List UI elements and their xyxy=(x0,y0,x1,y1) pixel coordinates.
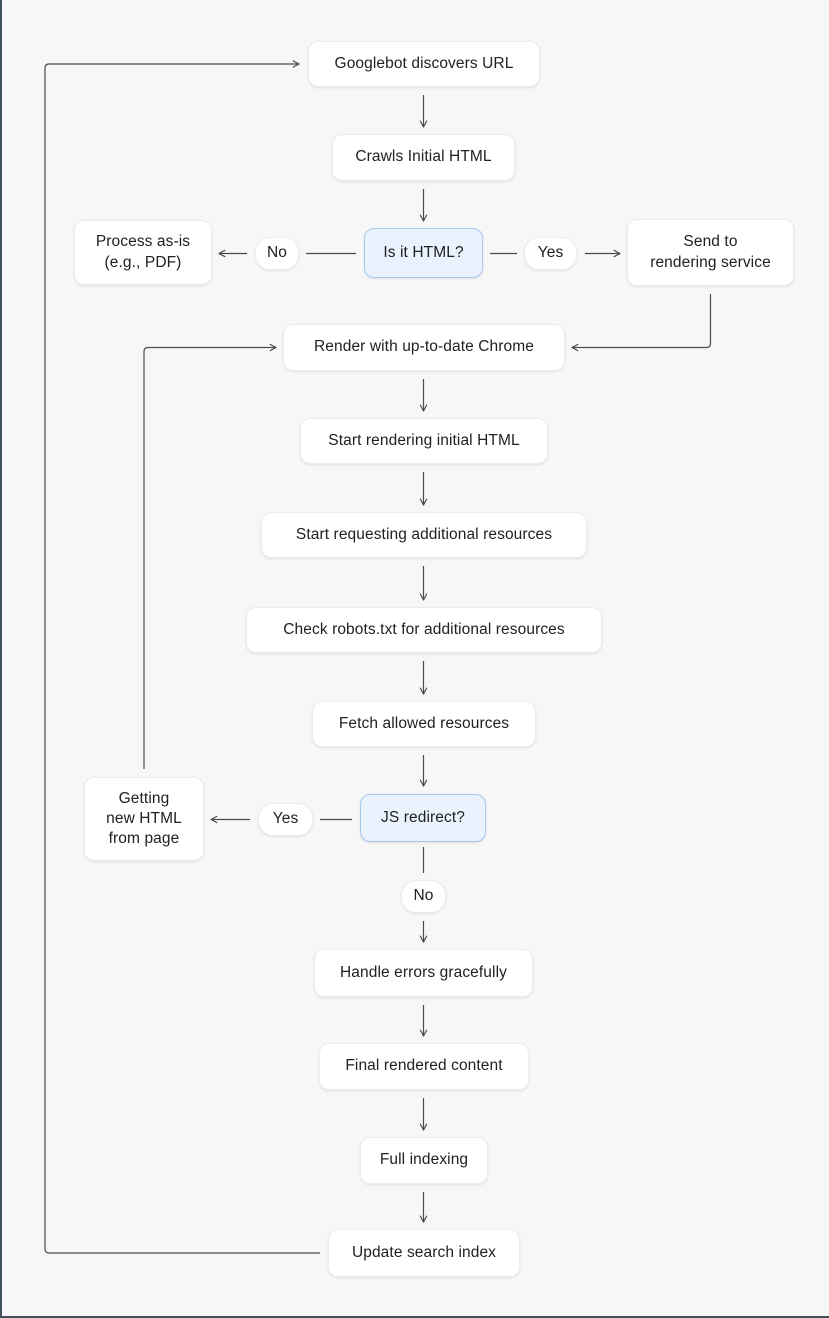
node-getting-new-html: Getting new HTML from page xyxy=(84,777,204,861)
node-js-redirect-decision: JS redirect? xyxy=(360,794,486,842)
edge-gettinghtml-loop-to-render xyxy=(143,343,277,769)
label-pill-no-2: No xyxy=(401,880,446,913)
label-pill-yes-2: Yes xyxy=(258,803,313,836)
node-handle-errors-gracefully: Handle errors gracefully xyxy=(314,949,533,997)
label-pill-no-1: No xyxy=(255,237,299,270)
node-full-indexing: Full indexing xyxy=(360,1137,488,1184)
node-render-with-chrome: Render with up-to-date Chrome xyxy=(283,324,565,371)
node-final-rendered-content: Final rendered content xyxy=(319,1043,529,1090)
node-send-to-rendering-service: Send to rendering service xyxy=(627,219,794,286)
node-crawls-initial-html: Crawls Initial HTML xyxy=(332,134,515,181)
node-start-rendering-initial-html: Start rendering initial HTML xyxy=(300,418,548,464)
node-fetch-allowed-resources: Fetch allowed resources xyxy=(312,701,536,747)
node-update-search-index: Update search index xyxy=(328,1229,520,1277)
node-googlebot-discovers-url: Googlebot discovers URL xyxy=(308,41,540,87)
edge-sendto-to-render xyxy=(571,294,712,352)
label-pill-yes-1: Yes xyxy=(524,237,577,270)
node-start-requesting-additional-resources: Start requesting additional resources xyxy=(261,512,587,558)
node-process-as-is: Process as-is (e.g., PDF) xyxy=(74,220,212,285)
node-is-it-html-decision: Is it HTML? xyxy=(364,228,483,278)
node-check-robots-txt: Check robots.txt for additional resource… xyxy=(246,607,602,653)
